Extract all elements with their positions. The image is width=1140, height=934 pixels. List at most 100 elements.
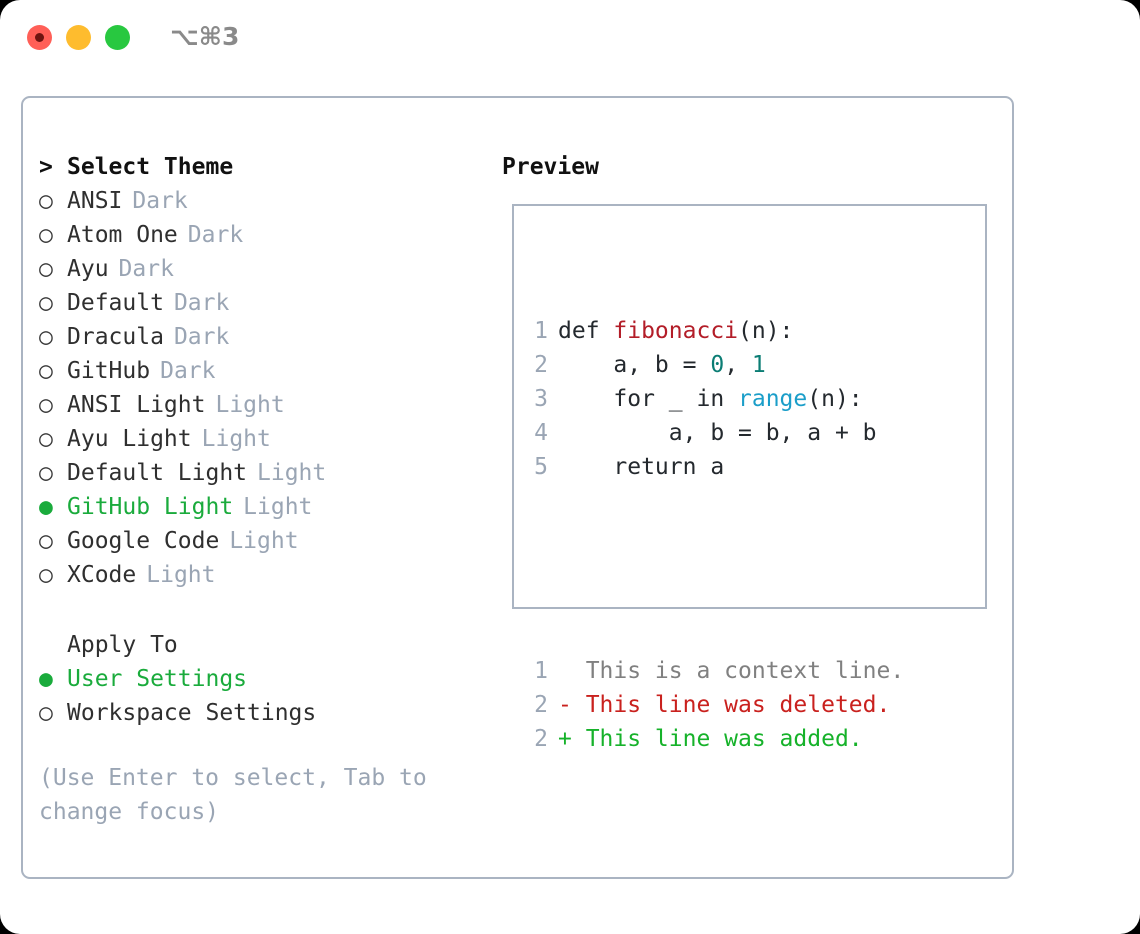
theme-list-item[interactable]: ○ Ayu Light Light (39, 422, 499, 456)
bullet-placeholder: ○ (39, 628, 67, 662)
radio-selected-icon[interactable]: ● (39, 494, 53, 520)
code-token: 1 (751, 352, 766, 378)
theme-list-item[interactable]: ○ Atom One Dark (39, 218, 499, 252)
select-theme-heading: > Select Theme (39, 150, 499, 184)
caret-icon: > (39, 154, 53, 180)
section-spacer (39, 592, 499, 628)
code-preview: 1 def fibonacci (n): 2 a, b = 0, 1 3 for _ i… (522, 246, 981, 824)
close-button[interactable] (27, 25, 52, 50)
preview-title: Preview (502, 154, 599, 180)
radio-unselected-icon[interactable]: ○ (39, 528, 53, 554)
theme-list-item[interactable]: ○ Default Dark (39, 286, 499, 320)
radio-unselected-icon[interactable]: ○ (39, 290, 53, 316)
theme-name: Default (67, 290, 164, 316)
code-token: (n): (807, 386, 863, 412)
select-theme-title: Select Theme (67, 154, 234, 180)
radio-unselected-icon[interactable]: ○ (39, 256, 53, 282)
line-number: 1 (534, 318, 548, 344)
code-token: range (738, 386, 808, 412)
apply-to-heading: ○Apply To (39, 628, 499, 662)
theme-name: ANSI (67, 188, 123, 214)
maximize-button[interactable] (105, 25, 130, 50)
code-token: , (724, 352, 752, 378)
theme-variant-tag: Light (257, 460, 327, 486)
code-token: for _ in (558, 386, 739, 412)
radio-unselected-icon[interactable]: ○ (39, 188, 53, 214)
apply-to-item[interactable]: ● User Settings (39, 662, 499, 696)
code-token: fibonacci (613, 318, 739, 344)
theme-list-item[interactable]: ○ Google Code Light (39, 524, 499, 558)
theme-variant-tag: Light (201, 426, 271, 452)
theme-list-item[interactable]: ○ Dracula Dark (39, 320, 499, 354)
radio-unselected-icon[interactable]: ○ (39, 426, 53, 452)
code-diff-spacer (522, 552, 981, 586)
theme-name: XCode (67, 562, 137, 588)
code-token: - This line was deleted. (558, 692, 891, 718)
radio-unselected-icon[interactable]: ○ (39, 460, 53, 486)
line-number: 4 (534, 420, 548, 446)
line-number: 2 (534, 692, 548, 718)
preview-box: 1 def fibonacci (n): 2 a, b = 0, 1 3 for _ i… (512, 204, 987, 752)
theme-variant-tag: Dark (173, 290, 230, 316)
code-line: 5 return a (522, 450, 981, 484)
radio-unselected-icon[interactable]: ○ (39, 700, 53, 726)
code-token: a, b = (558, 352, 711, 378)
theme-list-item[interactable]: ○ ANSI Dark (39, 184, 499, 218)
theme-name: Atom One (67, 222, 178, 248)
apply-to-label: Workspace Settings (67, 700, 317, 726)
line-number: 5 (534, 454, 548, 480)
radio-unselected-icon[interactable]: ○ (39, 562, 53, 588)
radio-unselected-icon[interactable]: ○ (39, 324, 53, 350)
apply-to-item[interactable]: ○ Workspace Settings (39, 696, 499, 730)
theme-name: Ayu Light (67, 426, 192, 452)
theme-name: ANSI Light (67, 392, 206, 418)
preview-column: Preview 1 def fibonacci (n): 2 a, b = 0, 1 3… (502, 150, 1002, 752)
code-token: def (558, 318, 614, 344)
theme-list-item[interactable]: ○ Ayu Dark (39, 252, 499, 286)
code-line: 4 a, b = b, a + b (522, 416, 981, 450)
theme-name: GitHub Light (67, 494, 234, 520)
keyboard-hint: (Use Enter to select, Tab to change focu… (39, 765, 441, 825)
title-bar: ⌥⌘3 (0, 0, 1140, 76)
theme-variant-tag: Dark (118, 256, 174, 282)
radio-selected-icon[interactable]: ● (39, 666, 53, 692)
line-number: 2 (534, 726, 548, 752)
theme-name: GitHub (67, 358, 151, 384)
line-number: 3 (534, 386, 548, 412)
radio-unselected-icon[interactable]: ○ (39, 358, 53, 384)
line-number: 1 (534, 658, 548, 684)
apply-to-title: Apply To (67, 632, 178, 658)
theme-list-item[interactable]: ○ Default Light Light (39, 456, 499, 490)
apply-to-label: User Settings (67, 666, 248, 692)
theme-name: Google Code (67, 528, 220, 554)
traffic-lights (27, 25, 130, 50)
theme-list-item[interactable]: ○ ANSI Light Light (39, 388, 499, 422)
radio-unselected-icon[interactable]: ○ (39, 222, 53, 248)
theme-variant-tag: Dark (187, 222, 244, 248)
theme-variant-tag: Dark (132, 188, 188, 214)
code-token: + This line was added. (558, 726, 863, 752)
diff-line: 2 + This line was added. (522, 722, 981, 756)
theme-variant-tag: Light (215, 392, 285, 418)
theme-variant-tag: Light (229, 528, 299, 554)
keyboard-shortcut-label: ⌥⌘3 (170, 22, 240, 51)
diff-sample: 1 This is a context line. 2 - This line wa… (522, 654, 981, 756)
code-token: This is a context line. (558, 658, 905, 684)
theme-variant-tag: Dark (173, 324, 230, 350)
theme-name: Dracula (67, 324, 164, 350)
code-token: return a (558, 454, 725, 480)
theme-name: Ayu (67, 256, 109, 282)
radio-unselected-icon[interactable]: ○ (39, 392, 53, 418)
theme-name: Default Light (67, 460, 248, 486)
apply-to-list: ● User Settings ○ Workspace Settings (39, 662, 499, 730)
minimize-button[interactable] (66, 25, 91, 50)
code-token: 0 (710, 352, 725, 378)
